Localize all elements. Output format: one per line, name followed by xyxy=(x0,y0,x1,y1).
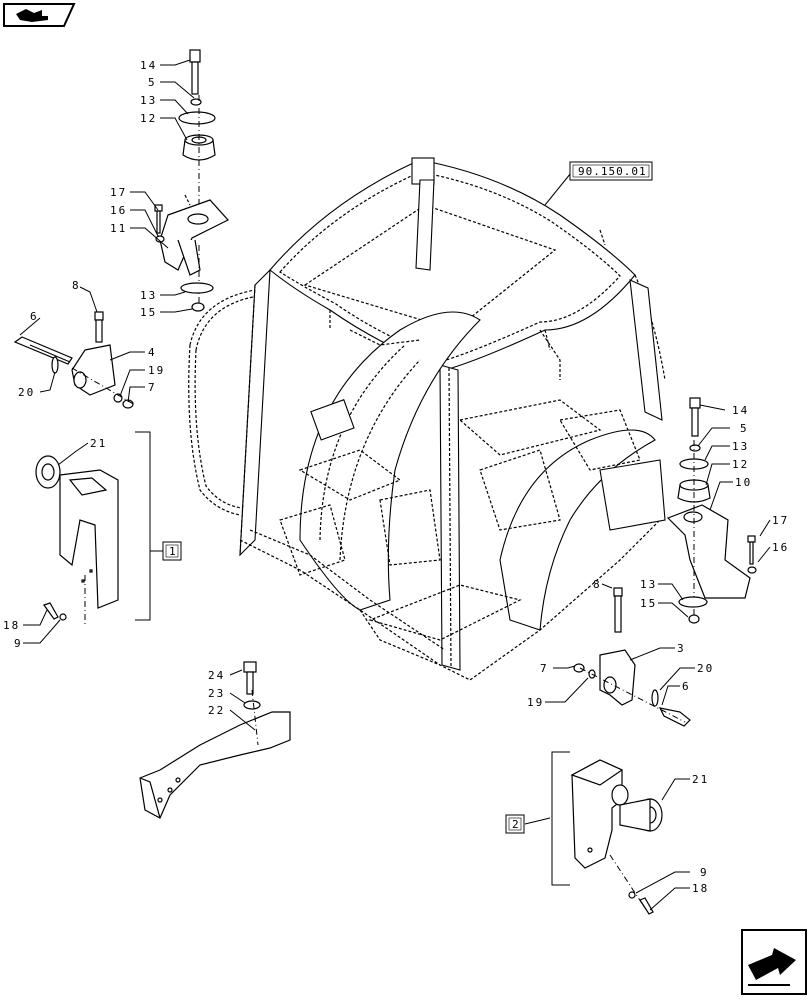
callout-m19: 19 xyxy=(527,696,544,709)
callout-r17: 17 xyxy=(772,514,789,527)
callout-r5: 5 xyxy=(740,422,749,435)
callout-br21: 21 xyxy=(692,773,709,786)
callout-r13b: 13 xyxy=(640,578,657,591)
mid-right-parts xyxy=(573,587,691,727)
next-page-arrow-icon[interactable] xyxy=(741,929,807,995)
callout-6: 6 xyxy=(30,310,39,323)
callout-m7: 7 xyxy=(540,662,549,675)
cab-frame xyxy=(184,157,666,681)
group-2-parts xyxy=(551,751,663,915)
callout-r10: 10 xyxy=(735,476,752,489)
callout-4: 4 xyxy=(148,346,157,359)
callout-r16: 16 xyxy=(772,541,789,554)
reference-box-label: 90.150.01 xyxy=(578,165,647,178)
callout-br9: 9 xyxy=(700,866,709,879)
callout-5: 5 xyxy=(148,76,157,89)
callout-14: 14 xyxy=(140,59,157,72)
group-box-2-label: 2 xyxy=(512,818,520,831)
callout-17: 17 xyxy=(110,186,127,199)
callout-r14: 14 xyxy=(732,404,749,417)
callout-m6: 6 xyxy=(682,680,691,693)
top-stack-parts xyxy=(154,49,229,312)
callout-11: 11 xyxy=(110,222,127,235)
group-box-1-label: 1 xyxy=(169,545,177,558)
callout-7: 7 xyxy=(148,381,157,394)
callout-23: 23 xyxy=(208,687,225,700)
callout-m3: 3 xyxy=(677,642,686,655)
leader-lines xyxy=(19,59,771,911)
callout-br18: 18 xyxy=(692,882,709,895)
callout-labels: 14 5 13 12 17 16 11 13 15 8 6 4 19 7 20 … xyxy=(3,59,789,895)
bottom-bracket-parts xyxy=(139,661,291,819)
callout-13b: 13 xyxy=(140,289,157,302)
callout-9: 9 xyxy=(14,637,23,650)
callout-8: 8 xyxy=(72,279,81,292)
callout-19: 19 xyxy=(148,364,165,377)
group-box-1[interactable]: 1 xyxy=(162,541,182,561)
left-mount-parts xyxy=(13,311,136,409)
callout-18: 18 xyxy=(3,619,20,632)
callout-16: 16 xyxy=(110,204,127,217)
reference-box[interactable]: 90.150.01 xyxy=(569,161,653,181)
callout-r13: 13 xyxy=(732,440,749,453)
book-arrow-icon[interactable] xyxy=(3,3,76,27)
callout-22: 22 xyxy=(208,704,225,717)
callout-r12: 12 xyxy=(732,458,749,471)
right-stack-parts xyxy=(666,397,757,624)
group-box-2[interactable]: 2 xyxy=(505,814,525,834)
callout-m20: 20 xyxy=(697,662,714,675)
callout-24: 24 xyxy=(208,669,225,682)
callout-m8: 8 xyxy=(593,578,602,591)
callout-20: 20 xyxy=(18,386,35,399)
callout-12: 12 xyxy=(140,112,157,125)
callout-13: 13 xyxy=(140,94,157,107)
callout-21: 21 xyxy=(90,437,107,450)
callout-r15: 15 xyxy=(640,597,657,610)
group-1-parts xyxy=(35,431,151,625)
callout-15: 15 xyxy=(140,306,157,319)
